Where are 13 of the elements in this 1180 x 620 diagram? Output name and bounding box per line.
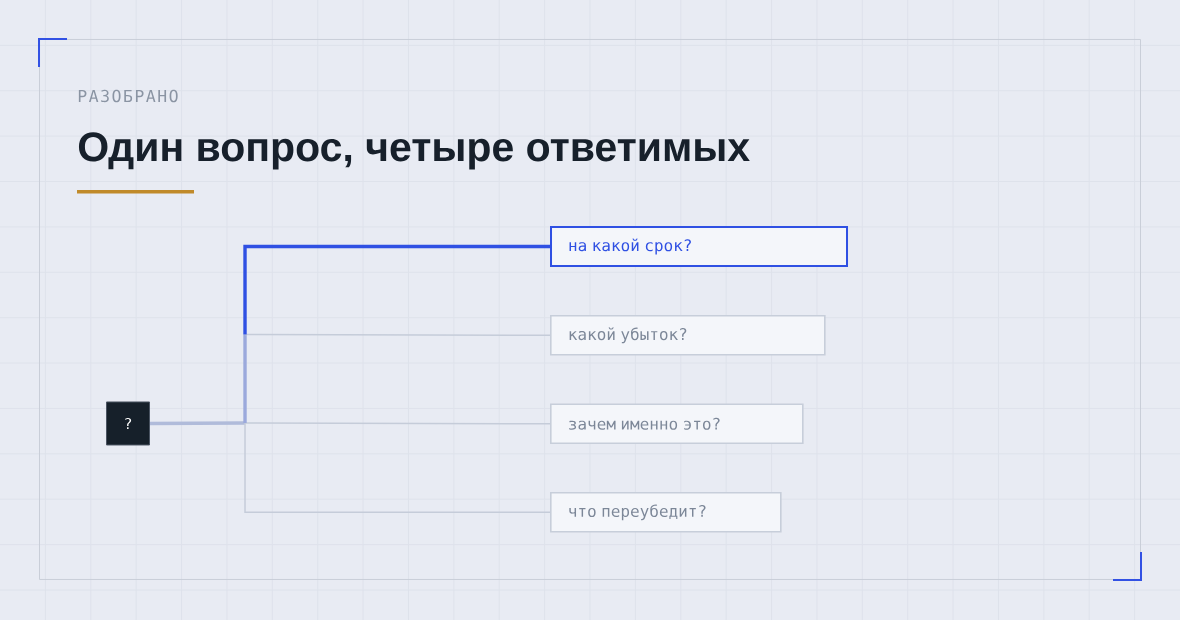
option-box: зачем именно это? [550, 403, 804, 445]
title: Один вопрос, четыре ответимых [78, 132, 750, 170]
connector-line [244, 333, 551, 337]
question-box: ? [106, 401, 150, 446]
connector-line [243, 334, 247, 423]
option-box: на какой срок? [550, 226, 848, 267]
connector-line [244, 422, 551, 514]
option-box: какой убыток? [550, 315, 826, 356]
connector-line [244, 422, 551, 425]
kicker-label: РАЗОБРАНО [78, 89, 178, 103]
connector-line [243, 244, 550, 335]
connector-line [150, 421, 246, 426]
option-box: что переубедит? [550, 491, 782, 533]
